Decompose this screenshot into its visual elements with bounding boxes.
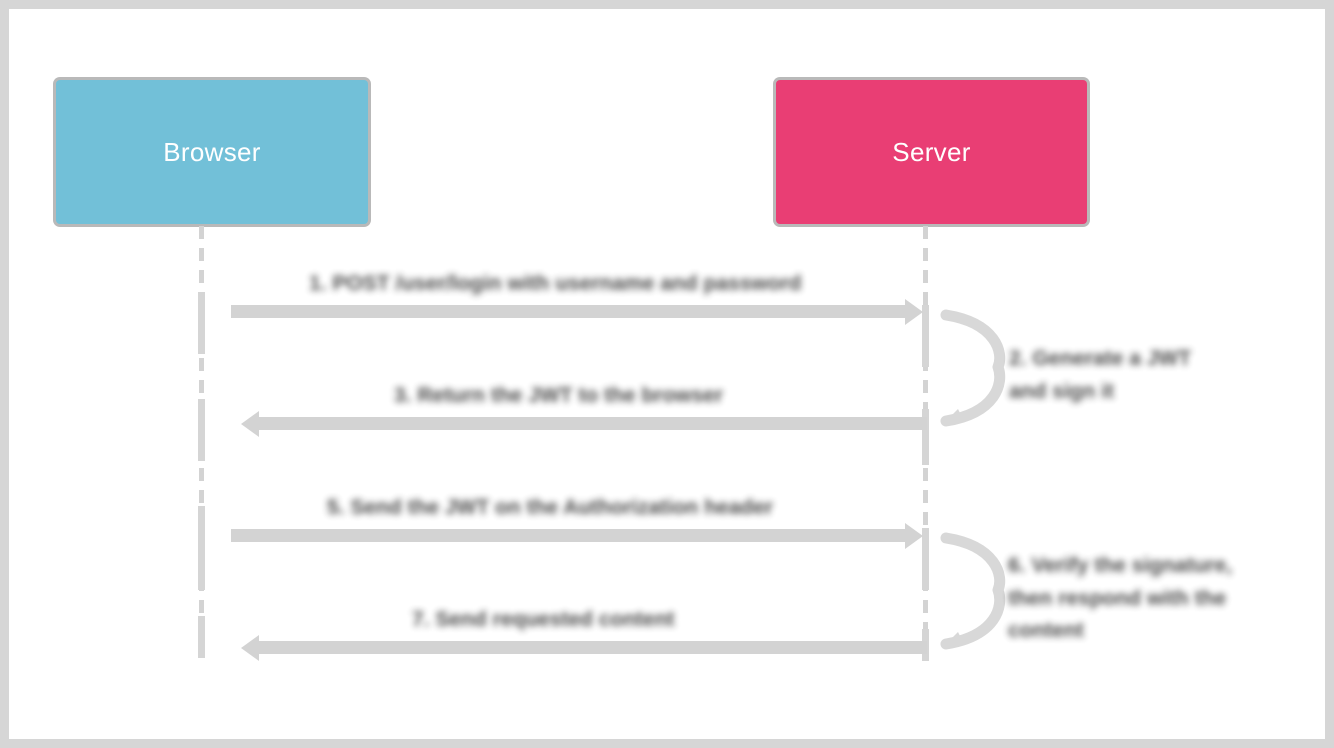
activation-bar-server-1 bbox=[922, 305, 929, 367]
arrowhead-right-icon-1 bbox=[905, 299, 923, 325]
activation-bar-browser-2 bbox=[198, 399, 205, 461]
note-1: 2. Generate a JWT and sign it bbox=[1009, 343, 1191, 408]
arrowhead-left-icon-4 bbox=[241, 635, 259, 661]
note-2: 6. Verify the signature, then respond wi… bbox=[1008, 550, 1232, 648]
self-loop-arc-2 bbox=[940, 532, 1006, 650]
message-label-4: 7. Send requested content bbox=[412, 608, 675, 631]
activation-bar-server-2 bbox=[922, 409, 929, 465]
note-1-line-1: 2. Generate a JWT bbox=[1009, 347, 1192, 370]
activation-bar-browser-1 bbox=[198, 292, 205, 354]
message-line-1 bbox=[231, 305, 905, 318]
message-line-2 bbox=[259, 417, 927, 430]
arrowhead-right-icon-3 bbox=[905, 523, 923, 549]
message-label-2: 3. Return the JWT to the browser bbox=[394, 384, 724, 407]
activation-bar-browser-4 bbox=[198, 616, 205, 658]
note-2-line-1: 6. Verify the signature, bbox=[1008, 554, 1233, 577]
message-line-3 bbox=[231, 529, 905, 542]
diagram-sheet: Browser Server 1. POST /user/login with … bbox=[9, 9, 1325, 739]
actor-box-browser[interactable]: Browser bbox=[56, 80, 368, 224]
note-1-line-2: and sign it bbox=[1009, 379, 1114, 403]
note-2-line-3: content bbox=[1008, 619, 1084, 643]
message-label-3: 5. Send the JWT on the Authorization hea… bbox=[327, 496, 774, 519]
actor-label-browser: Browser bbox=[163, 136, 261, 167]
self-loop-arc-1 bbox=[940, 309, 1006, 427]
arrowhead-left-icon-2 bbox=[241, 411, 259, 437]
message-line-4 bbox=[259, 641, 927, 654]
activation-bar-browser-3 bbox=[198, 506, 205, 590]
actor-box-server[interactable]: Server bbox=[776, 80, 1087, 224]
actor-label-server: Server bbox=[892, 136, 971, 167]
message-label-1: 1. POST /user/login with username and pa… bbox=[309, 272, 802, 295]
note-2-line-2: then respond with the bbox=[1008, 586, 1227, 610]
activation-bar-server-3 bbox=[922, 528, 929, 590]
